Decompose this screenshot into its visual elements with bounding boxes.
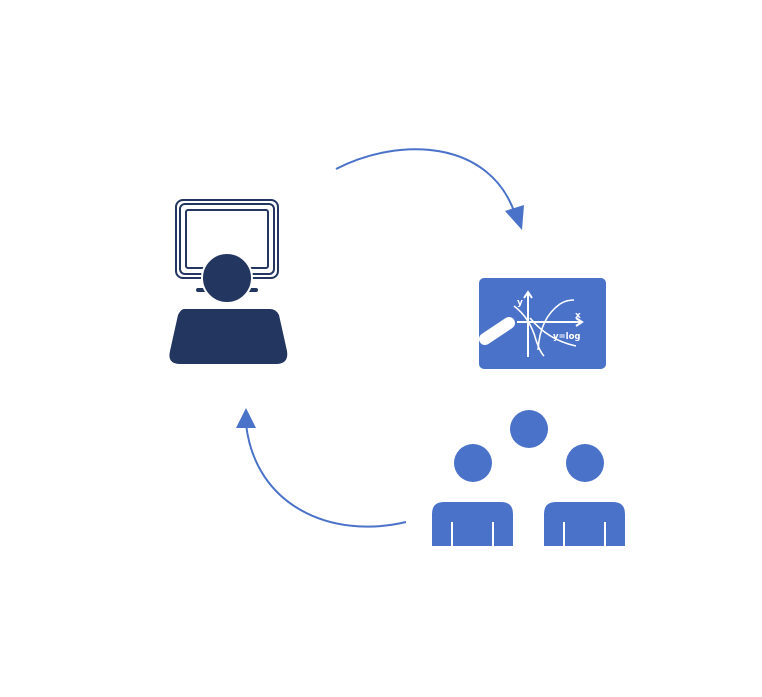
- curved-arrow-icon: [335, 148, 524, 230]
- board-axis-x-label: x: [575, 311, 581, 321]
- blackboard-presentation-icon: y x y=log: [479, 278, 606, 369]
- board-formula-label: y=log: [553, 332, 581, 342]
- person-at-computer-icon: [169, 199, 288, 364]
- group-of-people-icon: [432, 410, 625, 546]
- curved-arrow-icon: [236, 408, 407, 528]
- board-axis-y-label: y: [517, 298, 523, 308]
